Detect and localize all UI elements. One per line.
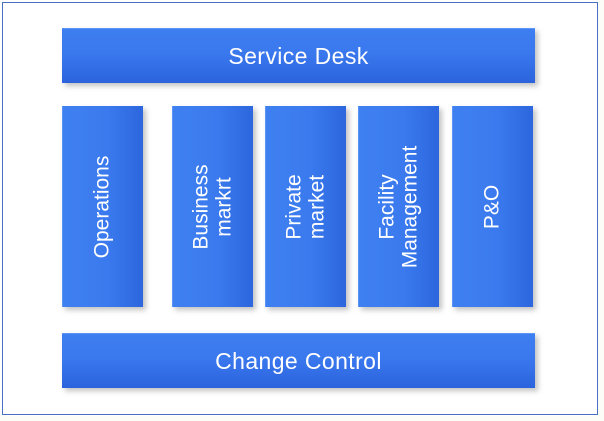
canvas-bottom-gutter [0,416,604,421]
service-desk-label: Service Desk [228,42,369,69]
canvas-right-gutter [598,0,604,421]
column-operations[interactable]: Operations [62,106,143,307]
column-private-market[interactable]: Private market [265,106,346,307]
column-p-and-o-label-wrap: P&O [480,184,505,229]
column-p-and-o[interactable]: P&O [452,106,533,307]
column-facility-management[interactable]: Facility Management [358,106,439,307]
column-business-market-label-wrap: Business markrt [189,163,235,250]
column-facility-management-label: Facility Management [375,145,421,268]
column-operations-label: Operations [90,155,114,258]
column-private-market-label-wrap: Private market [282,173,328,240]
change-control-label: Change Control [215,347,382,374]
column-facility-management-label-wrap: Facility Management [375,145,421,268]
column-business-market-label: Business markrt [189,163,235,250]
column-p-and-o-label: P&O [480,184,504,229]
column-operations-label-wrap: Operations [90,155,115,258]
pillar-column-group: Operations Business markrt Private marke… [62,106,535,307]
change-control-bar[interactable]: Change Control [62,333,535,388]
column-business-market[interactable]: Business markrt [172,106,253,307]
column-private-market-label: Private market [282,173,328,240]
service-desk-bar[interactable]: Service Desk [62,28,535,83]
